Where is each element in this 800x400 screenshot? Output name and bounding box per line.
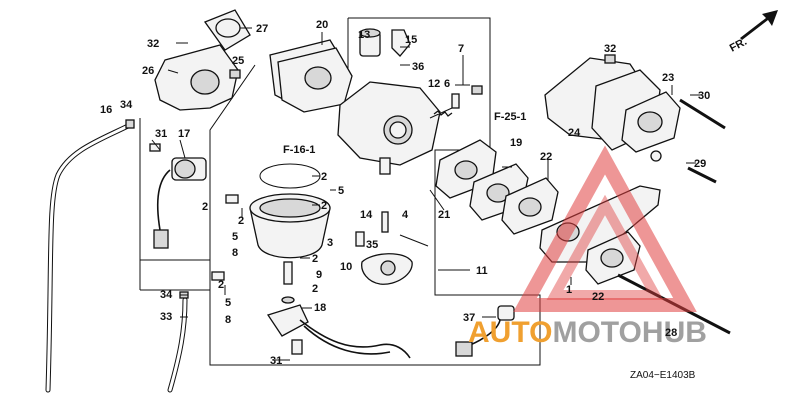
air-intake-elbow [544,54,681,153]
callout-12: 12 [428,78,440,90]
intake-elbow [154,9,251,111]
direction-label: FR. [728,36,749,55]
callout-2-oring: 2 [321,171,327,183]
fuel-cut-solenoid [149,143,207,249]
callout-5-drain-upper: 5 [232,231,238,243]
automotohub-watermark: AUTOMOTOHUB [468,145,707,349]
callout-33: 33 [160,311,172,323]
leader-lines [151,27,700,361]
callout-5-drain-lower: 5 [225,297,231,309]
spacer-gasket-stack [435,139,661,285]
callout-19: 19 [510,137,522,149]
jet-and-screw-set [429,85,483,119]
callout-9: 9 [316,269,322,281]
watermark-text-hub: HUB [642,316,707,349]
callout-34-bottom: 34 [160,289,173,301]
callout-13: 13 [358,29,370,41]
reference-f25: F-25-1 [494,111,526,123]
callout-11: 11 [476,265,488,277]
callout-8-upper: 8 [232,247,238,259]
callout-36: 36 [412,61,424,73]
diagram-code: ZA04−E1403B [630,370,696,381]
callout-numbers: 32 27 26 25 20 13 15 36 7 12 6 16 34 31 … [100,19,710,367]
watermark-text-moto: MOTO [552,316,641,349]
callout-1: 1 [566,284,572,296]
forward-arrow-icon: FR. [728,10,778,55]
callout-26: 26 [142,65,154,77]
callout-31-bottom: 31 [270,355,282,367]
callout-15: 15 [405,34,417,46]
callout-4: 4 [402,209,409,221]
callout-6: 6 [444,78,450,90]
float-chamber [249,163,331,259]
callout-2-solenoid: 2 [202,201,208,213]
callout-25: 25 [232,55,244,67]
callout-10: 10 [340,261,352,273]
carburetor-body [337,28,441,175]
callout-23: 23 [662,72,674,84]
callout-3: 3 [327,237,333,249]
callout-21: 21 [438,209,450,221]
callout-30: 30 [698,90,710,102]
callout-29: 29 [694,158,706,170]
insulator-gasket-stack [269,39,353,113]
callout-31-top: 31 [155,128,167,140]
callout-28: 28 [665,327,677,339]
svg-text:AUTOMOTOHUB: AUTOMOTOHUB [468,316,707,349]
callout-7: 7 [458,43,464,55]
callout-2-screw-a: 2 [312,253,318,265]
callout-24: 24 [568,127,581,139]
bowl-drain-solenoid [266,304,411,359]
drain-screw-set [211,194,295,304]
callout-14: 14 [360,209,373,221]
callout-32-left: 32 [147,38,159,50]
reference-f16: F-16-1 [283,144,315,156]
callout-32-right: 32 [604,43,616,55]
callout-22-lower: 22 [592,291,604,303]
callout-35: 35 [366,239,378,251]
callout-2-screw-b: 2 [312,283,318,295]
callout-27: 27 [256,23,268,35]
callout-16: 16 [100,104,112,116]
callout-2-drain-upper: 2 [238,215,244,227]
callout-2-gasket: 2 [321,200,327,212]
callout-20: 20 [316,19,328,31]
assembly-frames [139,17,541,366]
callout-37: 37 [463,312,475,324]
callout-34-top: 34 [120,99,133,111]
callout-5-bowl: 5 [338,185,344,197]
watermark-triangle-inner [546,194,664,300]
float-assembly [355,211,429,285]
callout-17: 17 [178,128,190,140]
watermark-text-auto: AUTO [468,316,552,349]
callout-22-upper: 22 [540,151,552,163]
fuel-hose-lower [167,291,189,393]
callout-8-lower: 8 [225,314,231,326]
watermark-triangle-outer [513,145,697,312]
fuel-hose-upper [45,119,135,393]
throttle-sensor [455,305,515,357]
callout-18: 18 [314,302,326,314]
callout-2-drain-lower: 2 [218,279,224,291]
